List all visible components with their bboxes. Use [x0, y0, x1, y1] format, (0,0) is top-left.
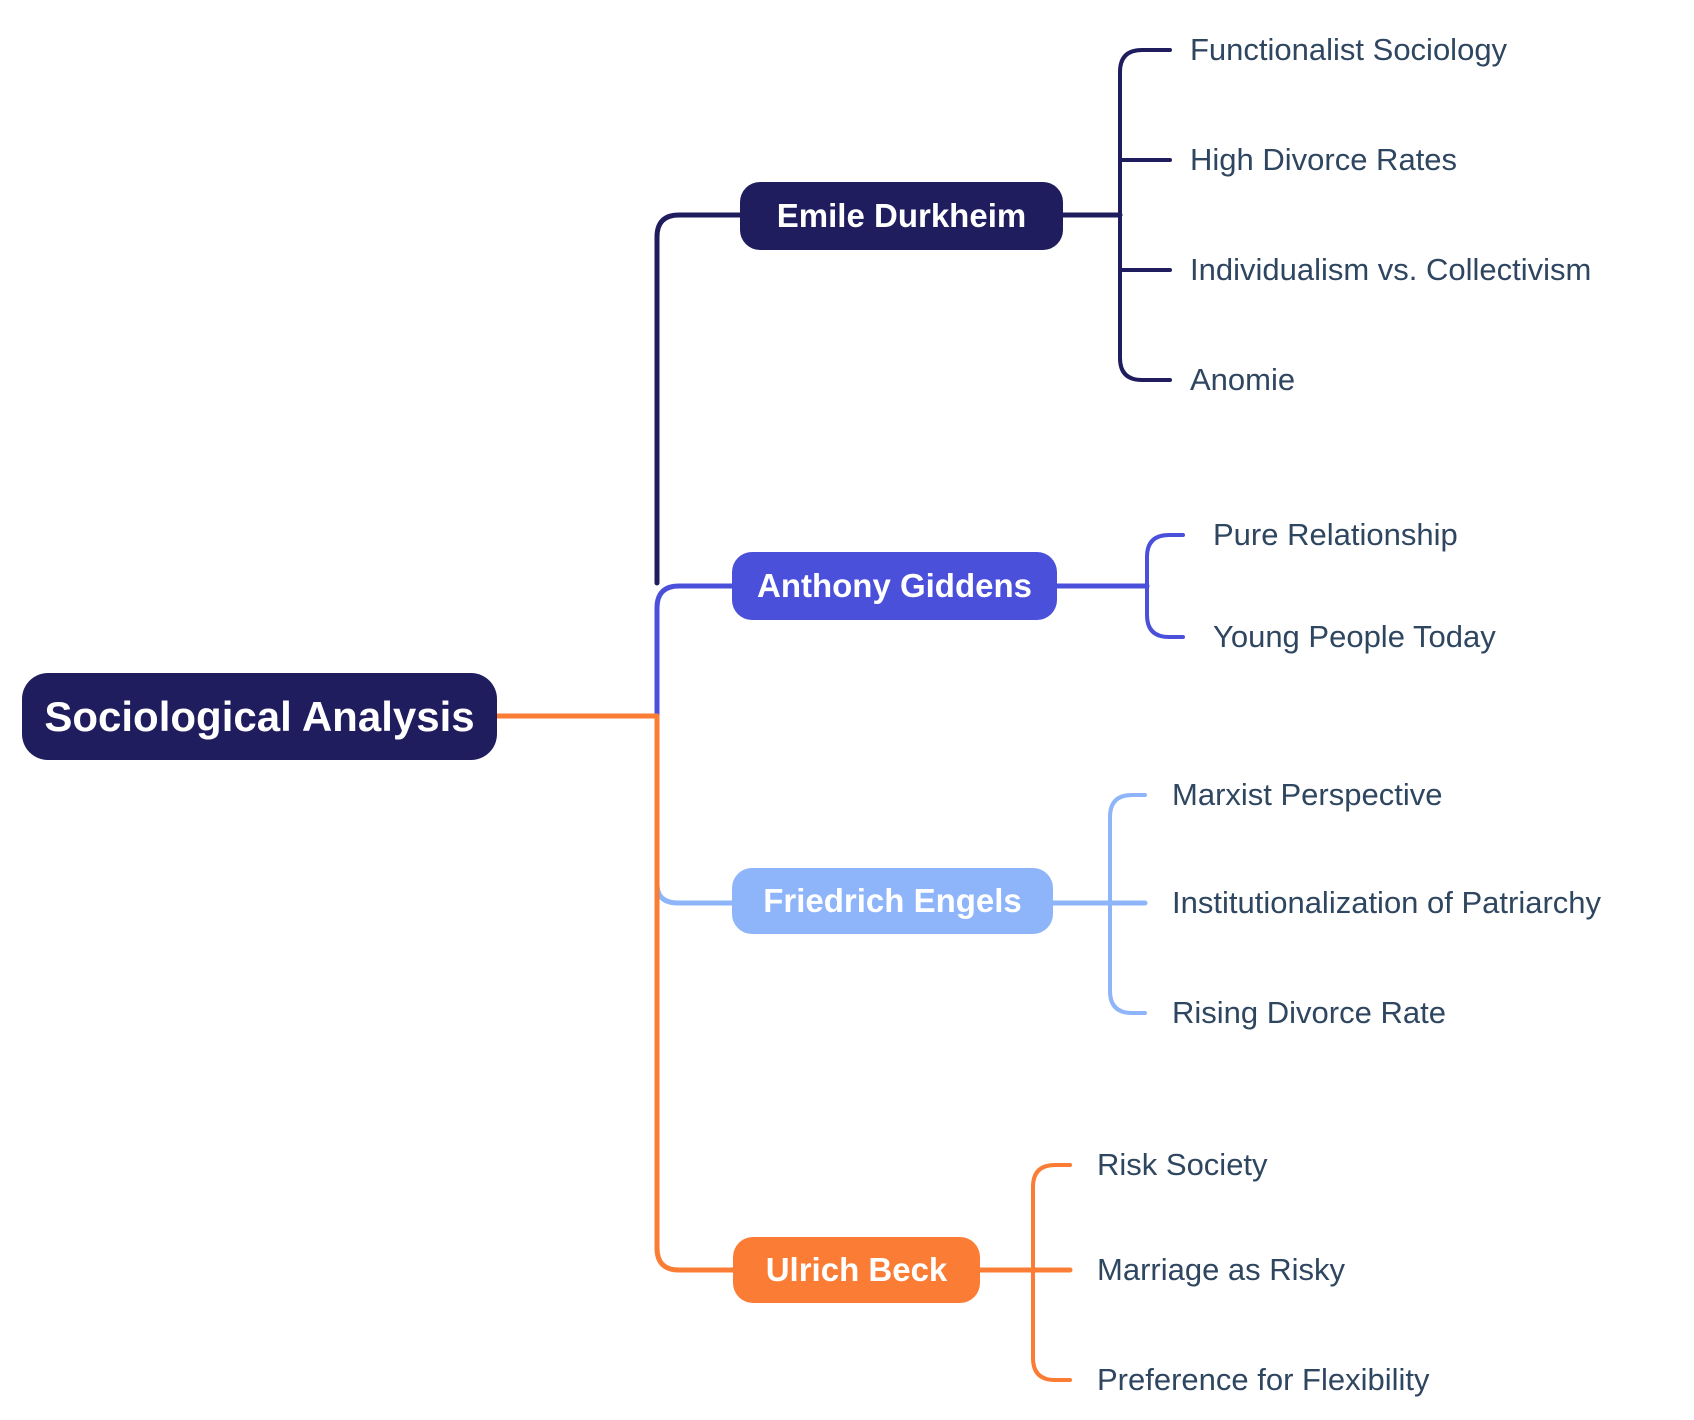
root-node-sociological-analysis[interactable]: Sociological Analysis — [22, 673, 497, 760]
beck-children-bracket — [1031, 1163, 1072, 1382]
engels-trunk-connector — [654, 881, 735, 906]
engels-children-bracket — [1108, 793, 1147, 1015]
leaf-institutionalization-of-patriarchy[interactable]: Institutionalization of Patriarchy — [1172, 885, 1602, 920]
durkheim-children-bracket — [1118, 48, 1172, 382]
leaf-high-divorce-rates[interactable]: High Divorce Rates — [1190, 142, 1458, 177]
leaf-preference-for-flexibility[interactable]: Preference for Flexibility — [1097, 1362, 1430, 1397]
branch-node-ulrich-beck[interactable]: Ulrich Beck — [733, 1237, 980, 1303]
leaf-risk-society[interactable]: Risk Society — [1097, 1147, 1268, 1182]
leaf-pure-relationship[interactable]: Pure Relationship — [1213, 517, 1458, 552]
giddens-trunk-connector — [654, 583, 735, 719]
branch-node-emile-durkheim[interactable]: Emile Durkheim — [740, 182, 1063, 250]
leaf-individualism-vs-collectivism[interactable]: Individualism vs. Collectivism — [1190, 252, 1592, 287]
leaf-marriage-as-risky[interactable]: Marriage as Risky — [1097, 1252, 1346, 1287]
leaf-young-people-today[interactable]: Young People Today — [1213, 619, 1496, 654]
durkheim-trunk-connector — [654, 212, 743, 586]
branch-node-friedrich-engels[interactable]: Friedrich Engels — [732, 868, 1053, 934]
leaf-anomie[interactable]: Anomie — [1190, 362, 1296, 397]
giddens-children-bracket — [1145, 533, 1185, 639]
leaf-marxist-perspective[interactable]: Marxist Perspective — [1172, 777, 1443, 812]
branch-node-anthony-giddens[interactable]: Anthony Giddens — [732, 552, 1057, 620]
leaf-functionalist-sociology[interactable]: Functionalist Sociology — [1190, 32, 1508, 67]
leaf-rising-divorce-rate[interactable]: Rising Divorce Rate — [1172, 995, 1446, 1030]
beck-trunk-connector — [654, 713, 736, 1273]
